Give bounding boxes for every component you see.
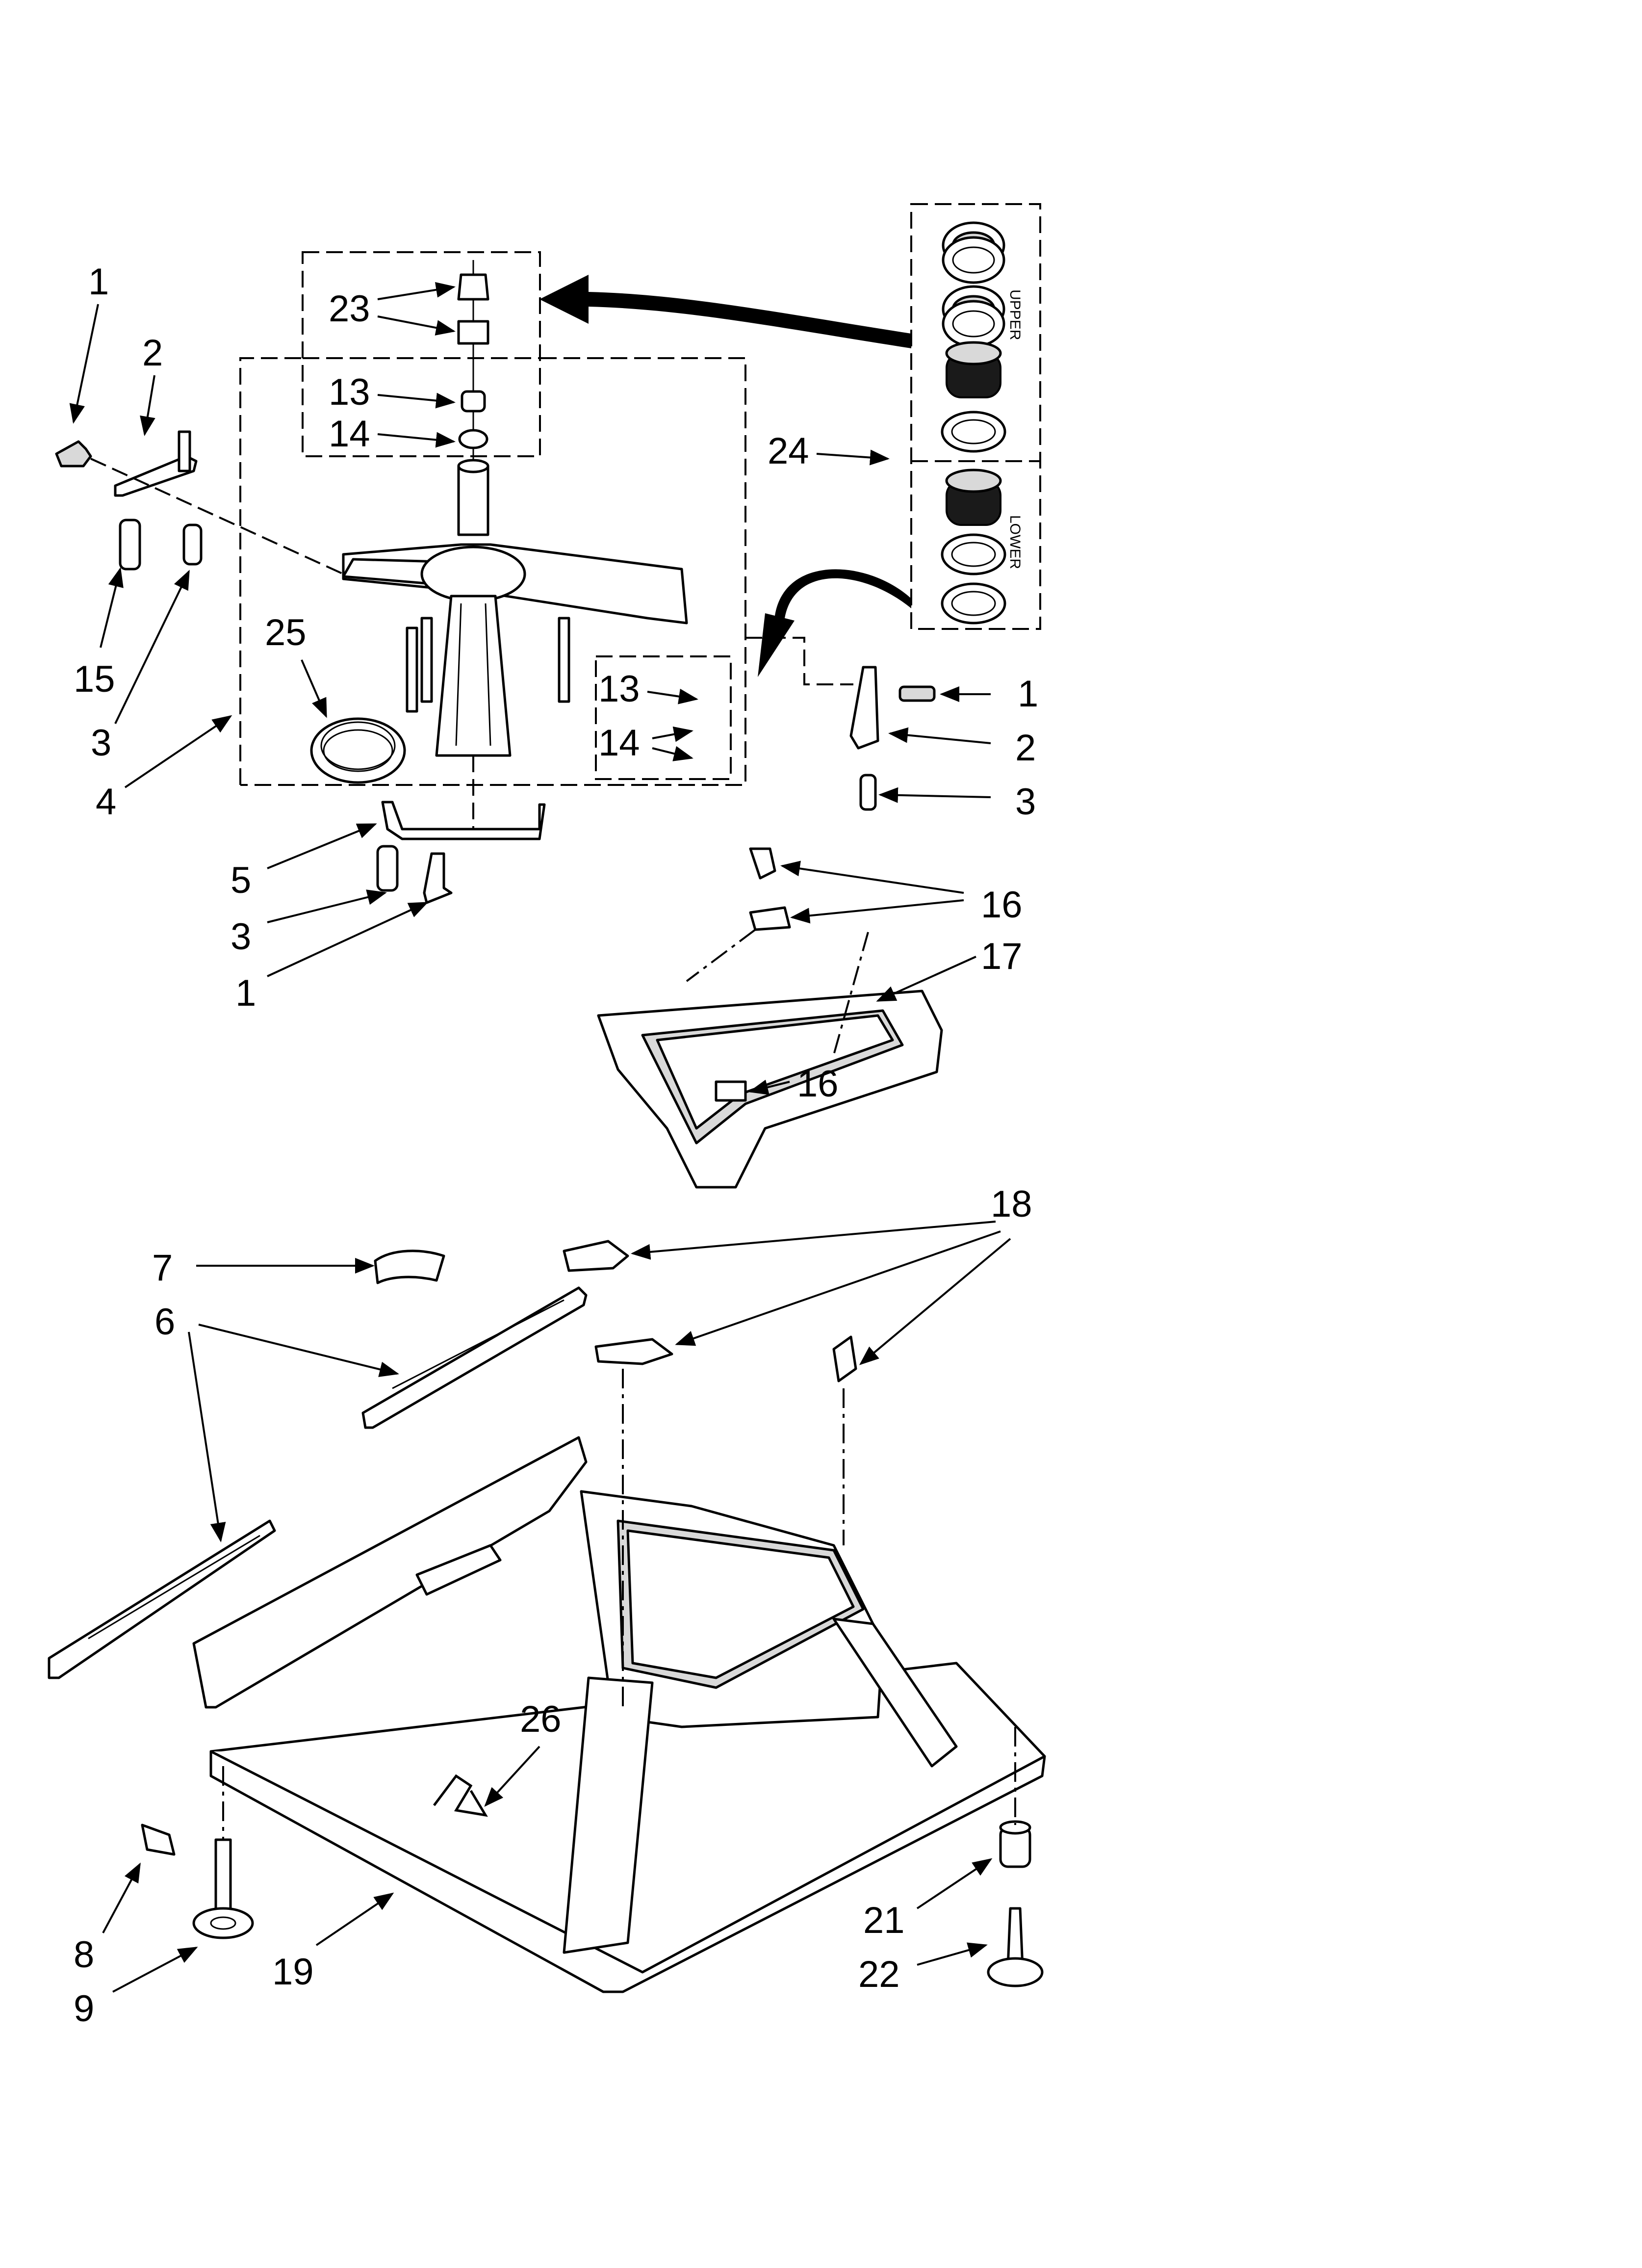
clip-26 [433, 1774, 488, 1817]
spring-7 [374, 1250, 445, 1284]
bearing-kit-rings [941, 221, 1006, 625]
callout-15: 15 [74, 658, 115, 700]
callout-9: 9 [74, 1988, 94, 2030]
callout-14-lower: 14 [598, 722, 640, 764]
callout-8: 8 [74, 1934, 94, 1976]
lower-insert-box [595, 655, 732, 780]
kit-arrow-upper [539, 275, 911, 348]
callout-5: 5 [231, 860, 251, 901]
upper-insert-box [302, 251, 541, 457]
seal-25 [310, 717, 406, 784]
tub-ring-17 [597, 847, 943, 1189]
callout-1-bottom: 1 [235, 972, 256, 1014]
callout-16-top: 16 [981, 884, 1023, 926]
callout-24: 24 [768, 430, 809, 472]
callout-13-lower: 13 [598, 668, 640, 710]
callout-25: 25 [265, 612, 307, 653]
callout-3-bottom: 3 [231, 916, 251, 958]
callout-13-top: 13 [329, 371, 370, 413]
callout-3-right: 3 [1015, 781, 1036, 823]
bearing-kit-box [910, 203, 1041, 630]
callout-2-top-left: 2 [142, 332, 163, 374]
insert-stack-23-13-14 [457, 260, 489, 466]
clips-18 [563, 1240, 857, 1382]
leader-lines [69, 282, 1011, 1993]
hub-assembly-box [239, 357, 746, 786]
callout-16-ring: 16 [797, 1063, 839, 1105]
base-frame-19 [192, 1369, 1046, 1993]
hub-spider-assembly [342, 459, 688, 829]
right-bracket-group [745, 637, 936, 811]
callout-2-right: 2 [1015, 727, 1036, 769]
left-bracket-group [55, 430, 344, 575]
callout-19: 19 [272, 1951, 314, 1993]
callout-6: 6 [154, 1301, 175, 1343]
brace-6-upper [361, 1286, 588, 1429]
callout-23: 23 [329, 288, 370, 330]
callout-1-top-left: 1 [88, 261, 109, 303]
callout-1-right: 1 [1018, 673, 1038, 715]
callout-17: 17 [981, 936, 1023, 977]
callout-7: 7 [152, 1247, 173, 1289]
bracket-5 [376, 801, 546, 904]
callout-26: 26 [520, 1698, 562, 1740]
brace-6-lower [48, 1519, 276, 1679]
leg-21-22 [987, 1727, 1044, 1987]
callout-14-top: 14 [329, 413, 370, 455]
callout-3-left: 3 [91, 722, 111, 764]
kit-label-lower: LOWER [1007, 515, 1023, 569]
callout-numbers: 1 2 15 3 4 25 23 13 14 24 13 14 1 2 3 5 … [74, 261, 1038, 2030]
callout-4: 4 [96, 781, 116, 823]
kit-label-upper: UPPER [1007, 289, 1023, 340]
callout-21: 21 [863, 1900, 905, 1941]
callout-22: 22 [858, 1954, 900, 1995]
callout-18: 18 [991, 1183, 1032, 1225]
leg-8-9 [141, 1766, 254, 1939]
kit-arrow-lower [758, 569, 911, 677]
